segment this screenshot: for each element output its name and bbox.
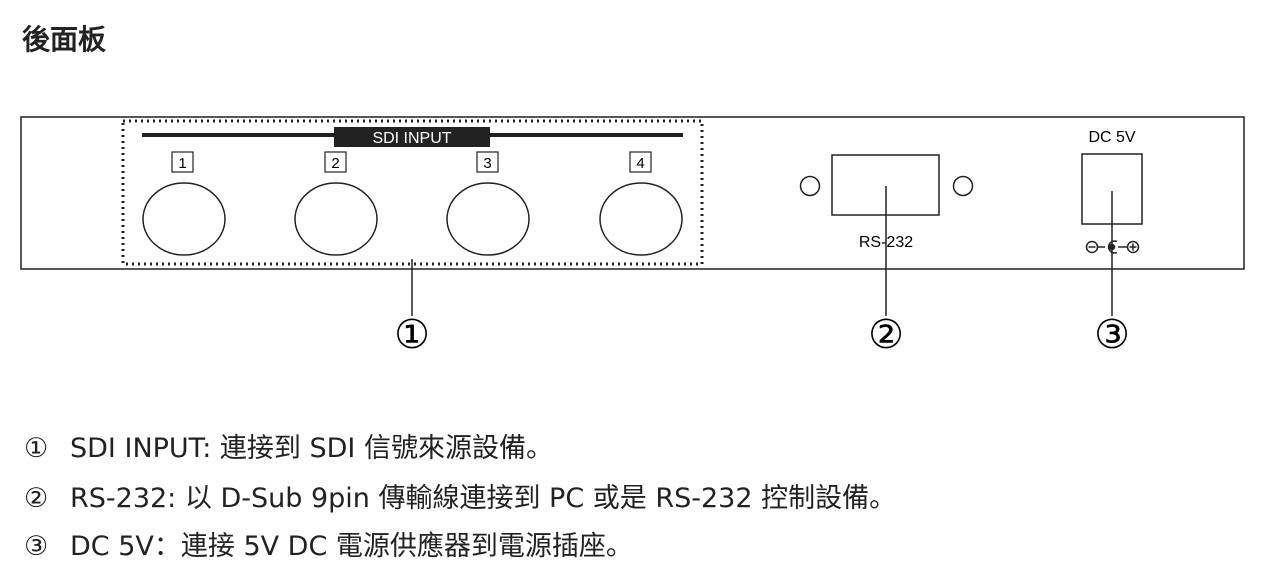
polarity-symbol bbox=[1085, 240, 1140, 254]
rear-panel-diagram: SDI INPUT 1 2 3 4 RS-232 DC 5V ① ② ③ bbox=[20, 116, 1245, 358]
legend-number-2: ② bbox=[24, 483, 49, 514]
port-number-4: 4 bbox=[636, 155, 644, 172]
legend-text-1: SDI INPUT: 連接到 SDI 信號來源設備。 bbox=[70, 433, 553, 464]
page-title: 後面板 bbox=[22, 23, 107, 56]
legend-item-3: ③ DC 5V：連接 5V DC 電源供應器到電源插座。 bbox=[24, 524, 633, 563]
port-number-2: 2 bbox=[331, 155, 339, 172]
legend-item-2: ② RS-232: 以 D-Sub 9pin 傳輸線連接到 PC 或是 RS-23… bbox=[24, 476, 896, 515]
port-number-box-4 bbox=[629, 151, 652, 173]
legend-number-1: ① bbox=[24, 433, 49, 464]
callout-2: ② bbox=[868, 312, 904, 358]
port-number-box-1 bbox=[171, 151, 194, 173]
sdi-region-outline bbox=[121, 119, 704, 266]
sdi-header-label: SDI INPUT bbox=[372, 130, 451, 147]
rs232-screw-left bbox=[799, 175, 821, 197]
sdi-input-port-3 bbox=[446, 182, 530, 256]
legend-text-3: DC 5V：連接 5V DC 電源供應器到電源插座。 bbox=[70, 531, 633, 562]
sdi-header-box bbox=[334, 127, 490, 147]
legend-text-2: RS-232: 以 D-Sub 9pin 傳輸線連接到 PC 或是 RS-232… bbox=[70, 483, 897, 514]
callout-3: ③ bbox=[1094, 312, 1130, 358]
sdi-input-port-1 bbox=[142, 182, 226, 256]
port-number-1: 1 bbox=[178, 155, 186, 172]
callout-1: ① bbox=[394, 312, 430, 358]
legend-item-1: ① SDI INPUT: 連接到 SDI 信號來源設備。 bbox=[24, 426, 553, 465]
port-number-box-3 bbox=[476, 151, 499, 173]
sdi-input-port-2 bbox=[294, 182, 378, 256]
port-number-box-2 bbox=[324, 151, 347, 173]
port-number-3: 3 bbox=[483, 155, 491, 172]
sdi-input-port-4 bbox=[599, 182, 683, 256]
rear-panel-outline bbox=[20, 116, 1245, 270]
legend-number-3: ③ bbox=[24, 531, 49, 562]
rs232-screw-right bbox=[952, 175, 974, 197]
dc-label: DC 5V bbox=[1088, 129, 1135, 146]
